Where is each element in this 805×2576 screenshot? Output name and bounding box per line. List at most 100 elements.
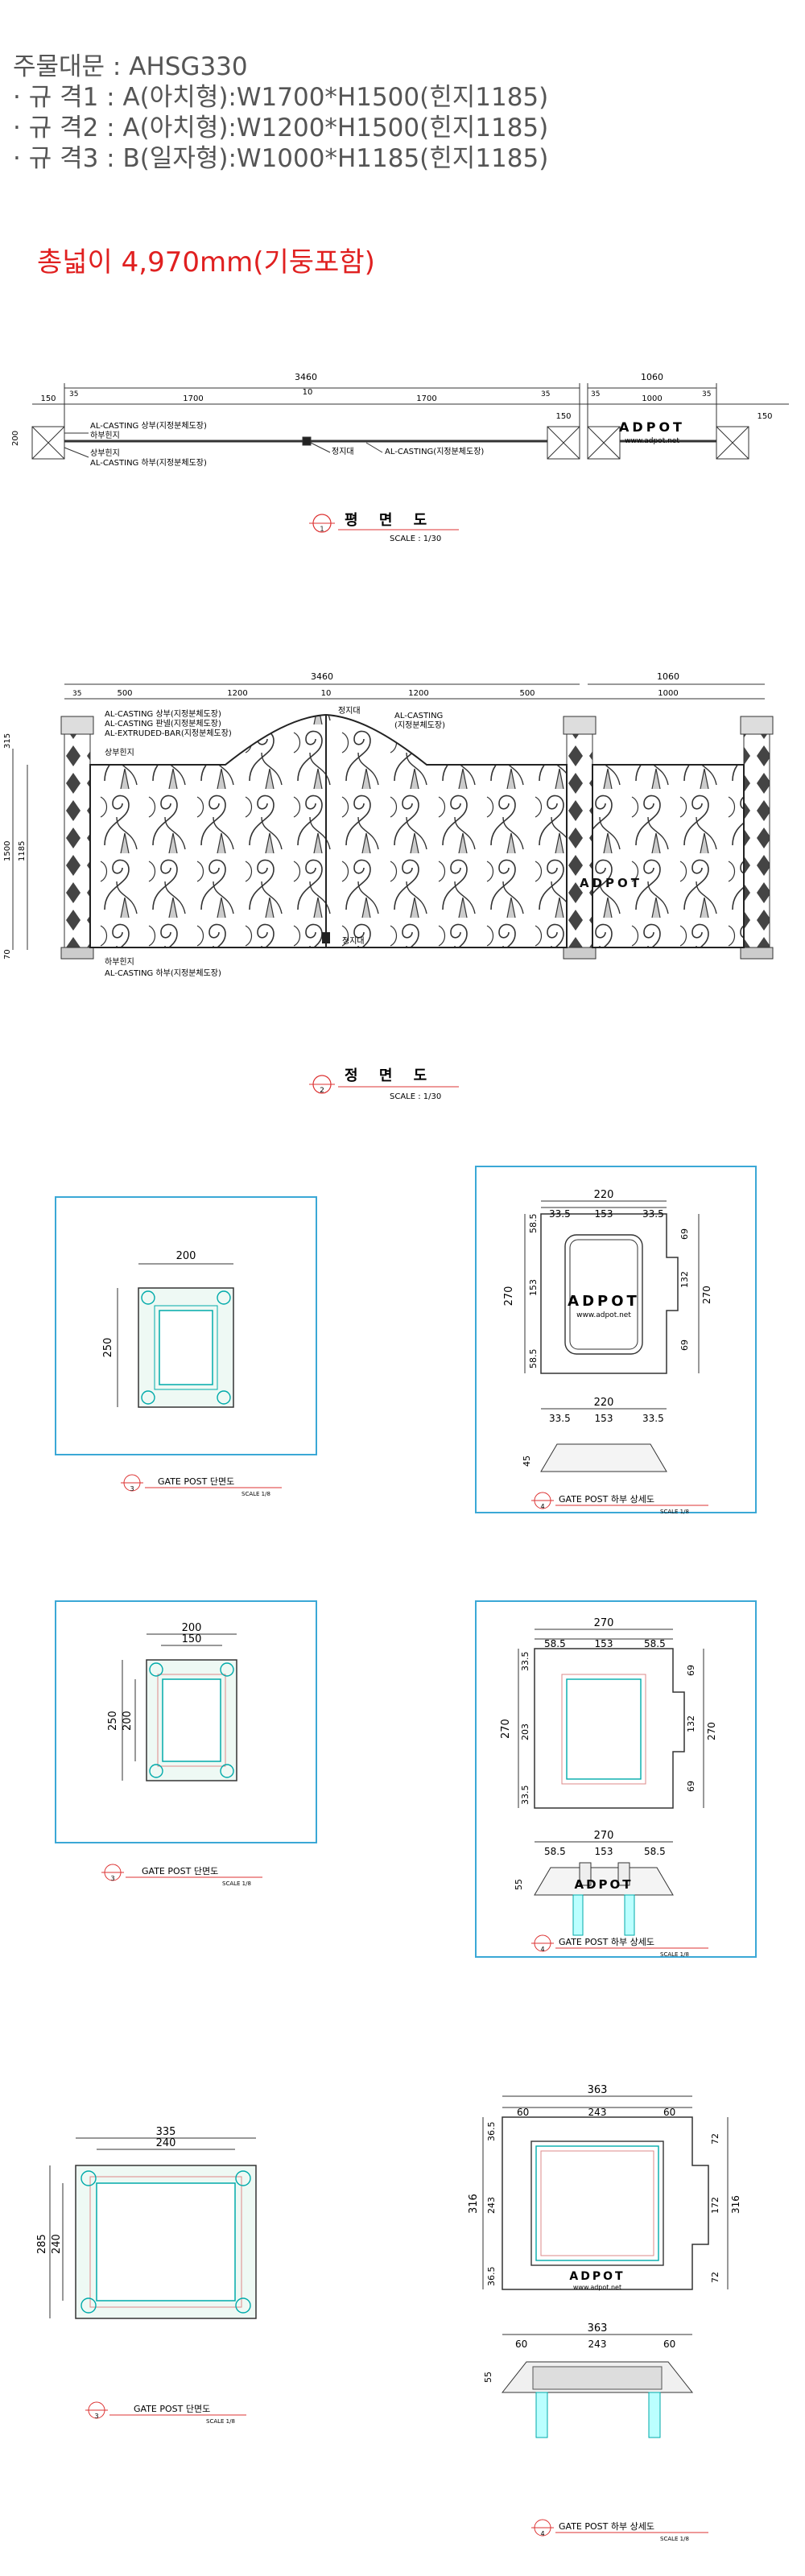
plan-dim-150a: 150 bbox=[40, 394, 56, 403]
elev-dim-3460: 3460 bbox=[311, 671, 333, 682]
main-gate bbox=[89, 713, 568, 948]
elev-dim-315: 315 bbox=[3, 733, 12, 749]
s5-title: GATE POST 단면도 bbox=[134, 2404, 210, 2414]
plan-title: 평 면 도 bbox=[345, 512, 435, 529]
s1-title: GATE POST 단면도 bbox=[158, 1476, 234, 1487]
s4-height: 270 bbox=[500, 1719, 512, 1739]
s3-title: GATE POST 단면도 bbox=[142, 1866, 218, 1876]
s1-width: 200 bbox=[176, 1250, 196, 1262]
s6-logo: ADPOT bbox=[569, 2270, 625, 2283]
total-width: 총넓이 4,970mm(기둥포함) bbox=[37, 246, 375, 279]
s3-scale: SCALE 1/8 bbox=[222, 1880, 251, 1887]
s2-wp1: 153 bbox=[595, 1208, 613, 1220]
plan-circle-num: 1 bbox=[320, 526, 324, 534]
s4-base-h: 55 bbox=[514, 1879, 524, 1890]
plan-dim-200: 200 bbox=[11, 431, 20, 446]
plan-view: 3460 1060 150 1700 10 1700 150 1000 150 … bbox=[11, 372, 789, 543]
elev-label-upper-hinge: 상부힌지 bbox=[105, 748, 134, 758]
s4-wp1: 153 bbox=[595, 1638, 613, 1649]
s1-circle: 3 bbox=[130, 1485, 134, 1492]
s4-hp1: 203 bbox=[520, 1724, 530, 1740]
plan-dim-35b: 35 bbox=[541, 390, 550, 398]
s6-caption: 4 GATE POST 하부 상세도 SCALE 1/8 bbox=[531, 2519, 708, 2542]
s3-width-inner: 150 bbox=[182, 1633, 202, 1645]
elev-circle-num: 2 bbox=[320, 1087, 324, 1095]
s4-bp2: 58.5 bbox=[644, 1846, 666, 1857]
plan-dim-1700b: 1700 bbox=[416, 394, 436, 403]
detail-post-section-1: 200 250 bbox=[55, 1196, 317, 1455]
s2-title: GATE POST 하부 상세도 bbox=[559, 1493, 654, 1505]
s5-caption: 3 GATE POST 단면도 SCALE 1/8 bbox=[85, 2401, 246, 2425]
plan-label-lower-hinge: 하부힌지 bbox=[90, 430, 120, 440]
plan-dim-35c: 35 bbox=[591, 390, 600, 398]
elev-label-stopper: 정지대 bbox=[342, 936, 365, 946]
elev-label-stopper-top: 정지대 bbox=[338, 706, 361, 716]
s2-bp0: 33.5 bbox=[549, 1413, 571, 1424]
elev-label-top: AL-CASTING 상부(지정분체도장) bbox=[105, 709, 221, 719]
s2-scale: SCALE 1/8 bbox=[660, 1509, 689, 1515]
s2-rp1: 132 bbox=[679, 1271, 690, 1288]
detail-post-base-2: 270 58.5 153 58.5 270 33.5 203 33.5 69 1… bbox=[475, 1600, 757, 1958]
s6-base-w: 363 bbox=[588, 2322, 608, 2334]
s6-hp0: 36.5 bbox=[486, 2122, 497, 2142]
s6-hp2: 36.5 bbox=[486, 2267, 497, 2287]
side-gate bbox=[592, 764, 745, 948]
elev-dim-1200a: 1200 bbox=[227, 689, 247, 698]
plan-dim-10: 10 bbox=[303, 388, 313, 397]
s3-circle: 3 bbox=[110, 1875, 114, 1882]
s6-bp2: 60 bbox=[663, 2339, 675, 2350]
elev-label-bar: AL-EXTRUDED-BAR(지정분체도장) bbox=[105, 729, 232, 738]
s2-logo: ADPOT bbox=[568, 1293, 640, 1310]
elev-label-panel: AL-CASTING 판넬(지정분체도장) bbox=[105, 719, 221, 729]
plan-dim-3460: 3460 bbox=[295, 372, 317, 382]
spec-line-2: · 규 격2 : A(아치형):W1200*H1500(힌지1185) bbox=[13, 114, 549, 142]
elev-dim-500a: 500 bbox=[117, 689, 132, 698]
s2-hp0: 58.5 bbox=[528, 1214, 539, 1234]
s1-caption: 3 GATE POST 단면도 SCALE 1/8 bbox=[121, 1474, 282, 1497]
s6-hp1: 243 bbox=[486, 2197, 497, 2214]
s6-scale: SCALE 1/8 bbox=[660, 2536, 689, 2542]
s4-hp2: 33.5 bbox=[520, 1785, 530, 1806]
s3-width: 200 bbox=[182, 1622, 202, 1634]
s5-height-inner: 240 bbox=[51, 2234, 63, 2254]
elev-title: 정 면 도 bbox=[345, 1067, 435, 1084]
s5-width-inner: 240 bbox=[156, 2137, 176, 2149]
elev-dim-70: 70 bbox=[3, 949, 12, 960]
s4-logo: ADPOT bbox=[574, 1877, 633, 1892]
elev-scale: SCALE : 1/30 bbox=[390, 1092, 441, 1101]
elev-logo: ADPOT bbox=[580, 876, 642, 890]
s2-bp2: 33.5 bbox=[642, 1413, 664, 1424]
s4-base-w: 270 bbox=[594, 1830, 614, 1842]
elev-label-lower: AL-CASTING 하부(지정분체도장) bbox=[105, 968, 221, 978]
s2-base-h: 45 bbox=[522, 1455, 532, 1467]
s4-hp0: 33.5 bbox=[520, 1652, 530, 1672]
plan-dim-1060: 1060 bbox=[641, 372, 663, 382]
elev-dim-1000: 1000 bbox=[658, 689, 678, 698]
elev-dim-1200b: 1200 bbox=[408, 689, 428, 698]
plan-dim-150b: 150 bbox=[555, 412, 571, 421]
plan-label-upper-hinge: 상부힌지 bbox=[90, 448, 120, 458]
plan-dim-1700a: 1700 bbox=[183, 394, 203, 403]
s6-circle: 4 bbox=[540, 2530, 544, 2537]
s4-title: GATE POST 하부 상세도 bbox=[559, 1936, 654, 1947]
s1-scale: SCALE 1/8 bbox=[242, 1491, 270, 1497]
detail-post-section-3: 335 240 285 240 bbox=[36, 2126, 257, 2319]
detail-post-section-2: 200 150 250 200 bbox=[55, 1600, 317, 1843]
s6-bp1: 243 bbox=[588, 2339, 607, 2350]
s4-wp2: 58.5 bbox=[644, 1638, 666, 1649]
s6-height: 316 bbox=[468, 2194, 480, 2214]
plan-dim-35d: 35 bbox=[702, 390, 711, 398]
s4-bp1: 153 bbox=[595, 1846, 613, 1857]
s2-rtotal: 270 bbox=[701, 1286, 712, 1304]
elevation-posts bbox=[60, 716, 774, 960]
spec-header: 주물대문 : AHSG330 · 규 격1 : A(아치형):W1700*H15… bbox=[13, 52, 548, 174]
s2-wp0: 33.5 bbox=[549, 1208, 571, 1220]
s6-logo-url: www.adpot.net bbox=[573, 2284, 621, 2291]
plan-label-mid: AL-CASTING(지정분체도장) bbox=[385, 447, 484, 456]
s6-rp2: 72 bbox=[710, 2272, 720, 2283]
elev-dim-10: 10 bbox=[321, 689, 332, 698]
s2-logo-url: www.adpot.net bbox=[576, 1311, 631, 1319]
s6-base-h: 55 bbox=[483, 2372, 493, 2383]
plan-dim-150c: 150 bbox=[757, 412, 772, 421]
s6-wp1: 243 bbox=[588, 2107, 607, 2118]
